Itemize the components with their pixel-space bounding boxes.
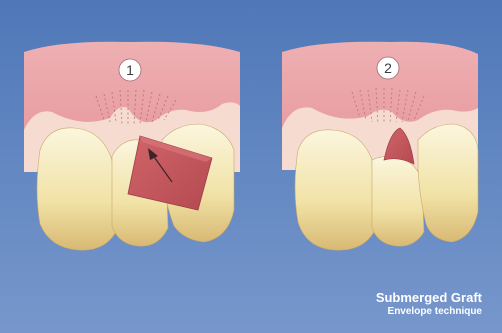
panel-1: 1	[24, 42, 240, 250]
tooth-left	[37, 128, 116, 250]
panel-2: 2	[282, 42, 478, 250]
step-label: 2	[384, 60, 392, 76]
caption-title: Submerged Graft	[376, 290, 482, 305]
caption-subtitle: Envelope technique	[388, 306, 482, 317]
tooth-right	[418, 124, 478, 242]
step-label: 1	[126, 62, 134, 78]
tooth-left	[295, 130, 374, 250]
step-badge: 1	[119, 59, 141, 81]
step-badge: 2	[377, 57, 399, 79]
tooth-center	[372, 156, 424, 246]
